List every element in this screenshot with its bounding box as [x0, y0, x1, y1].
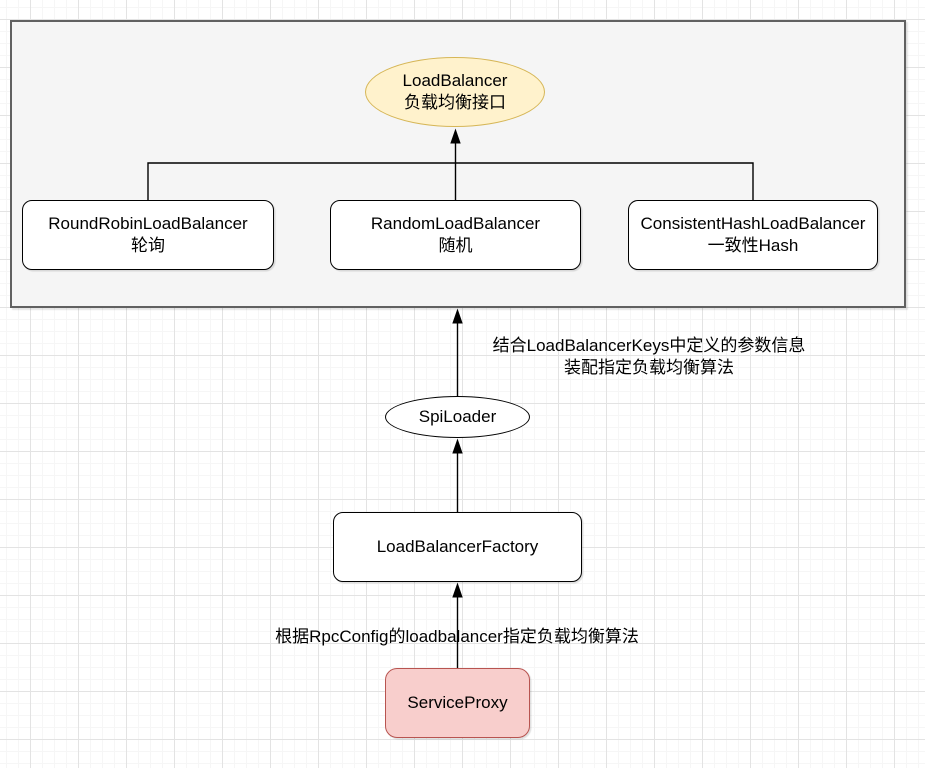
arrowhead-to-spiloader — [452, 438, 463, 454]
node-random-title: RandomLoadBalancer — [370, 213, 541, 233]
node-factory[interactable]: LoadBalancerFactory — [333, 512, 582, 582]
arrowhead-to-factory — [452, 582, 463, 598]
node-loadbalancer-title: LoadBalancer — [402, 70, 508, 90]
node-consistenthash-subtitle: 一致性Hash — [707, 236, 799, 255]
node-serviceproxy-title: ServiceProxy — [407, 692, 508, 712]
node-loadbalancer-subtitle: 负载均衡接口 — [404, 93, 506, 112]
annotation-spi-line1: 结合LoadBalancerKeys中定义的参数信息 — [492, 336, 806, 355]
annotation-spi: 结合LoadBalancerKeys中定义的参数信息 装配指定负载均衡算法 — [475, 335, 823, 379]
node-random-subtitle: 随机 — [438, 236, 473, 255]
node-roundrobin-subtitle: 轮询 — [131, 236, 165, 255]
annotation-proxy: 根据RpcConfig的loadbalancer指定负载均衡算法 — [257, 626, 657, 648]
node-spiloader[interactable]: SpiLoader — [385, 396, 530, 438]
annotation-spi-line2: 装配指定负载均衡算法 — [564, 358, 734, 378]
node-consistenthash[interactable]: ConsistentHashLoadBalancer 一致性Hash — [628, 200, 878, 270]
node-roundrobin-title: RoundRobinLoadBalancer — [48, 213, 248, 233]
node-loadbalancer-interface[interactable]: LoadBalancer 负载均衡接口 — [365, 57, 545, 127]
node-spiloader-title: SpiLoader — [418, 406, 497, 426]
node-consistenthash-title: ConsistentHashLoadBalancer — [640, 213, 866, 233]
annotation-proxy-line1: 根据RpcConfig的loadbalancer指定负载均衡算法 — [275, 627, 639, 646]
node-factory-title: LoadBalancerFactory — [376, 536, 539, 556]
node-roundrobin[interactable]: RoundRobinLoadBalancer 轮询 — [22, 200, 274, 270]
node-random[interactable]: RandomLoadBalancer 随机 — [330, 200, 581, 270]
arrowhead-to-group — [452, 308, 463, 324]
node-serviceproxy[interactable]: ServiceProxy — [385, 668, 530, 738]
